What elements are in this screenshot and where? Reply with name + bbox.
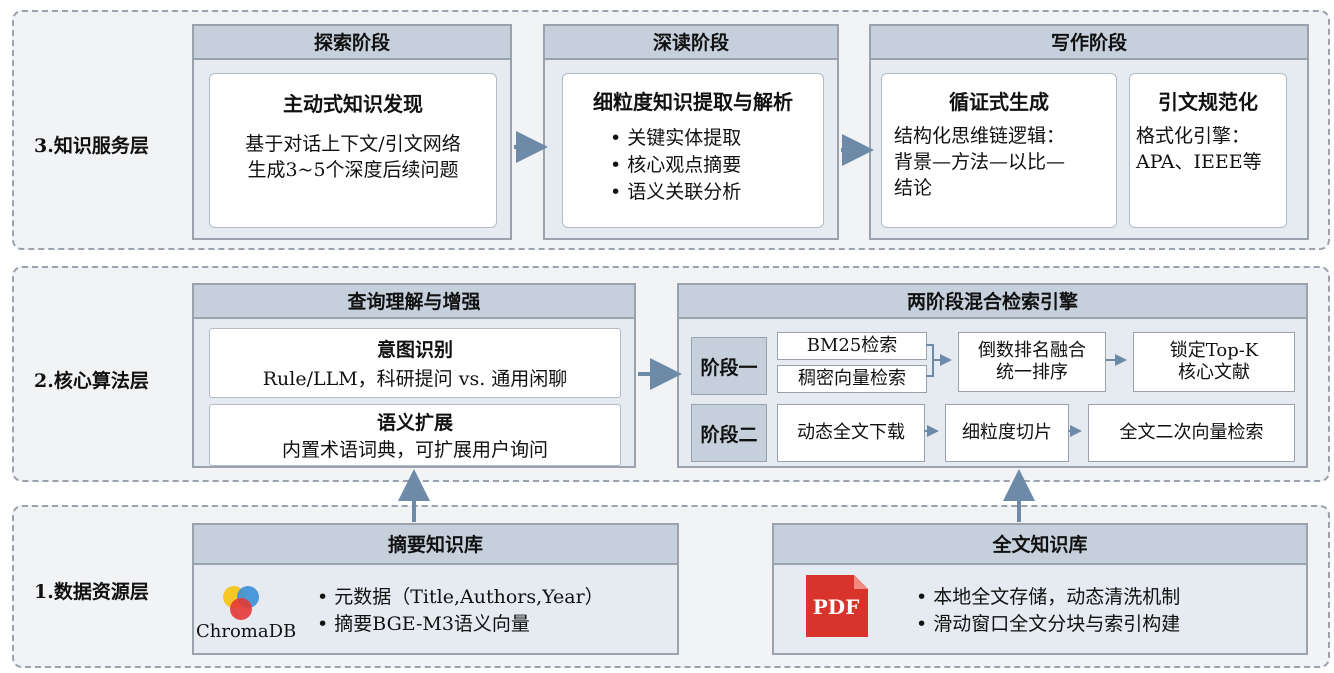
- merge-bracket: [926, 344, 950, 377]
- retrieval-title: 两阶段混合检索引擎: [679, 285, 1306, 319]
- rrf-line1: 倒数排名融合: [978, 340, 1086, 361]
- pdf-icon: PDF: [802, 573, 870, 639]
- deepread-item: 关键实体提取: [610, 125, 823, 152]
- chromadb-icon: [223, 586, 259, 620]
- chunk-box: 细粒度切片: [945, 404, 1069, 462]
- download-box: 动态全文下载: [777, 404, 925, 462]
- citation-normalization-card: 引文规范化 格式化引擎： APA、IEEE等: [1129, 73, 1287, 228]
- second-search-box: 全文二次向量检索: [1088, 404, 1295, 462]
- deepread-item: 语义关联分析: [610, 179, 823, 206]
- dense-box: 稠密向量检索: [777, 365, 927, 393]
- evidence-line2: 背景—方法—以比—: [894, 151, 1066, 173]
- topk-line1: 锁定Top-K: [1169, 340, 1259, 361]
- intent-card: 意图识别 Rule/LLM，科研提问 vs. 通用闲聊: [209, 328, 621, 398]
- fulltext-kb-item: 滑动窗口全文分块与索引构建: [916, 611, 1180, 638]
- fulltext-kb-item: 本地全文存储，动态清洗机制: [916, 584, 1180, 611]
- expansion-card: 语义扩展 内置术语词典，可扩展用户询问: [209, 404, 621, 466]
- citation-line1: 格式化引擎：: [1136, 125, 1251, 147]
- topk-line2: 核心文献: [1178, 362, 1250, 383]
- write-panel: 写作阶段 循证式生成 结构化思维链逻辑： 背景—方法—以比— 结论 引文规范化 …: [869, 24, 1309, 240]
- stage-two-label: 阶段二: [691, 404, 767, 462]
- active-discovery-line1: 基于对话上下文/引文网络: [245, 133, 461, 155]
- abstract-kb-item: 摘要BGE-M3语义向量: [317, 611, 604, 638]
- core-algorithm-layer-label: 2.核心算法层: [34, 370, 149, 392]
- evidence-generation-card: 循证式生成 结构化思维链逻辑： 背景—方法—以比— 结论: [881, 73, 1117, 228]
- chromadb-label: ChromaDB: [196, 621, 297, 642]
- abstract-kb-item: 元数据（Title,Authors,Year）: [317, 584, 603, 611]
- explore-title: 探索阶段: [194, 26, 510, 60]
- intent-title: 意图识别: [376, 339, 453, 361]
- citation-line2: APA、IEEE等: [1136, 151, 1262, 173]
- citation-normalization-title: 引文规范化: [1158, 90, 1258, 114]
- retrieval-panel: 两阶段混合检索引擎 阶段一 阶段二 BM25检索 稠密向量检索 倒数排名融合 统…: [677, 283, 1308, 468]
- evidence-generation-title: 循证式生成: [949, 90, 1049, 114]
- stage-one-label: 阶段一: [691, 337, 767, 395]
- fine-grained-extraction-card: 细粒度知识提取与解析 关键实体提取 核心观点摘要 语义关联分析: [562, 73, 824, 228]
- rrf-box: 倒数排名融合 统一排序: [958, 332, 1106, 392]
- active-discovery-title: 主动式知识发现: [283, 92, 423, 116]
- data-resource-layer-label: 1.数据资源层: [34, 581, 149, 603]
- active-discovery-line2: 生成3~5个深度后续问题: [247, 159, 459, 181]
- bm25-box: BM25检索: [777, 332, 927, 360]
- evidence-line3: 结论: [894, 177, 933, 199]
- deepread-item: 核心观点摘要: [610, 152, 823, 179]
- query-title: 查询理解与增强: [194, 285, 634, 319]
- chromadb-logo: ChromaDB: [194, 577, 296, 647]
- knowledge-service-layer-label: 3.知识服务层: [34, 135, 149, 157]
- abstract-kb-panel: 摘要知识库 ChromaDB 元数据（Title,Authors,Year） 摘…: [192, 523, 679, 655]
- fulltext-kb-title: 全文知识库: [774, 525, 1306, 565]
- fulltext-kb-panel: 全文知识库 PDF 本地全文存储，动态清洗机制 滑动窗口全文分块与索引构建: [772, 523, 1308, 655]
- expansion-text: 内置术语词典，可扩展用户询问: [281, 439, 548, 461]
- evidence-line1: 结构化思维链逻辑：: [894, 125, 1066, 147]
- deepread-title: 深读阶段: [545, 26, 837, 60]
- pdf-label: PDF: [812, 595, 860, 619]
- query-panel: 查询理解与增强 意图识别 Rule/LLM，科研提问 vs. 通用闲聊 语义扩展…: [192, 283, 636, 468]
- active-discovery-card: 主动式知识发现 基于对话上下文/引文网络 生成3~5个深度后续问题: [209, 73, 497, 228]
- explore-panel: 探索阶段 主动式知识发现 基于对话上下文/引文网络 生成3~5个深度后续问题: [192, 24, 512, 240]
- intent-text: Rule/LLM，科研提问 vs. 通用闲聊: [262, 368, 568, 390]
- expansion-title: 语义扩展: [376, 412, 453, 434]
- write-title: 写作阶段: [871, 26, 1307, 60]
- abstract-kb-title: 摘要知识库: [194, 525, 677, 565]
- rrf-line2: 统一排序: [996, 362, 1068, 383]
- deepread-panel: 深读阶段 细粒度知识提取与解析 关键实体提取 核心观点摘要 语义关联分析: [543, 24, 839, 240]
- topk-box: 锁定Top-K 核心文献: [1133, 332, 1295, 392]
- fine-grained-extraction-title: 细粒度知识提取与解析: [593, 90, 793, 114]
